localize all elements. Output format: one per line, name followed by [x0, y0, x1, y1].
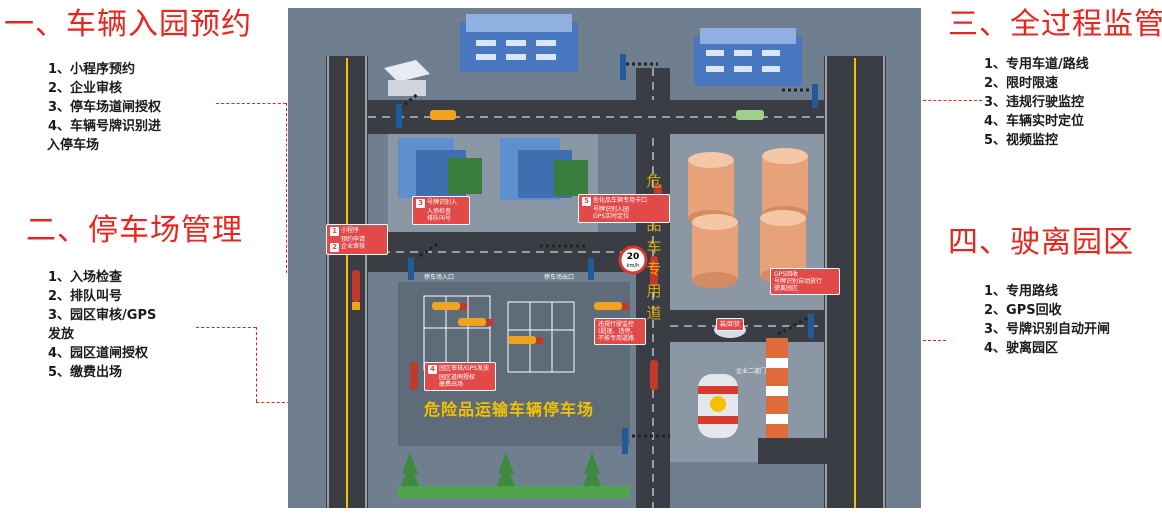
load-unload-label: 装/卸货 [716, 318, 745, 331]
connector-reservation [216, 103, 286, 104]
park-map: 20 km/h 危化品车专用道 停车场入口 停车场出口 企业二道门 危险品运输车… [288, 8, 921, 508]
parking-exit-label: 停车场出口 [544, 274, 575, 281]
list-item: 1、专用车道/路线 [984, 57, 1089, 72]
list-item: 2、GPS回收 [984, 303, 1062, 318]
list-item: 1、小程序预约 [48, 62, 136, 77]
list-item: 5、缴费出场 [48, 365, 123, 380]
connector-parking-h2 [256, 402, 316, 403]
list-item: 发放 [48, 327, 75, 342]
list-item: 2、限时限速 [984, 76, 1059, 91]
list-item: 1、专用路线 [984, 284, 1059, 299]
connector-parking-v [256, 327, 257, 402]
list-item: 3、号牌识别自动开闸 [984, 322, 1111, 337]
list-item: 1、入场检查 [48, 270, 123, 285]
list-item: 4、园区道闸授权 [48, 346, 149, 361]
parking-list: 1、入场检查 2、排队叫号 3、园区审核/GPS 发放 4、园区道闸授权 5、缴… [48, 268, 156, 382]
list-item: 入停车场 [47, 138, 100, 153]
list-item: 4、车辆实时定位 [984, 114, 1085, 129]
connector-reservation-v [286, 103, 287, 273]
supervision-list: 1、专用车道/路线 2、限时限速 3、违规行驶监控 4、车辆实时定位 5、视频监… [984, 55, 1089, 150]
list-item: 5、视频监控 [984, 133, 1059, 148]
callout-gps-return: GPS回收 号牌识别自动放行 驶离园区 [770, 268, 840, 295]
list-item: 4、车辆号牌识别进 [48, 119, 162, 134]
reservation-list: 1、小程序预约 2、企业审核 3、停车场道闸授权 4、车辆号牌识别进 入停车场 [47, 60, 162, 155]
list-item: 3、违规行驶监控 [984, 95, 1085, 110]
section-title-parking: 二、停车场管理 [26, 213, 243, 248]
connector-parking [196, 327, 256, 328]
parking-entrance-label: 停车场入口 [424, 274, 455, 281]
callout-violation-monitor: 违规行驶监控 (超速、违停、 不按专用道路 [594, 318, 646, 345]
list-item: 3、停车场道闸授权 [48, 100, 162, 115]
departure-list: 1、专用路线 2、GPS回收 3、号牌识别自动开闸 4、驶离园区 [984, 282, 1110, 358]
list-item: 3、园区审核/GPS [48, 308, 157, 323]
enterprise-gate-label: 企业二道门 [736, 368, 767, 375]
section-title-supervision: 三、全过程监管 [948, 7, 1162, 42]
section-title-departure: 四、驶离园区 [948, 225, 1134, 260]
list-item: 4、驶离园区 [984, 341, 1059, 356]
park-map-illustration [288, 8, 921, 508]
speed-limit-unit: km/h [626, 263, 640, 269]
section-title-reservation: 一、车辆入园预约 [4, 7, 252, 42]
list-item: 2、排队叫号 [48, 289, 123, 304]
speed-limit-value: 20 [626, 252, 640, 262]
parking-lot-title: 危险品运输车辆停车场 [424, 400, 595, 419]
list-item: 2、企业审核 [48, 81, 123, 96]
